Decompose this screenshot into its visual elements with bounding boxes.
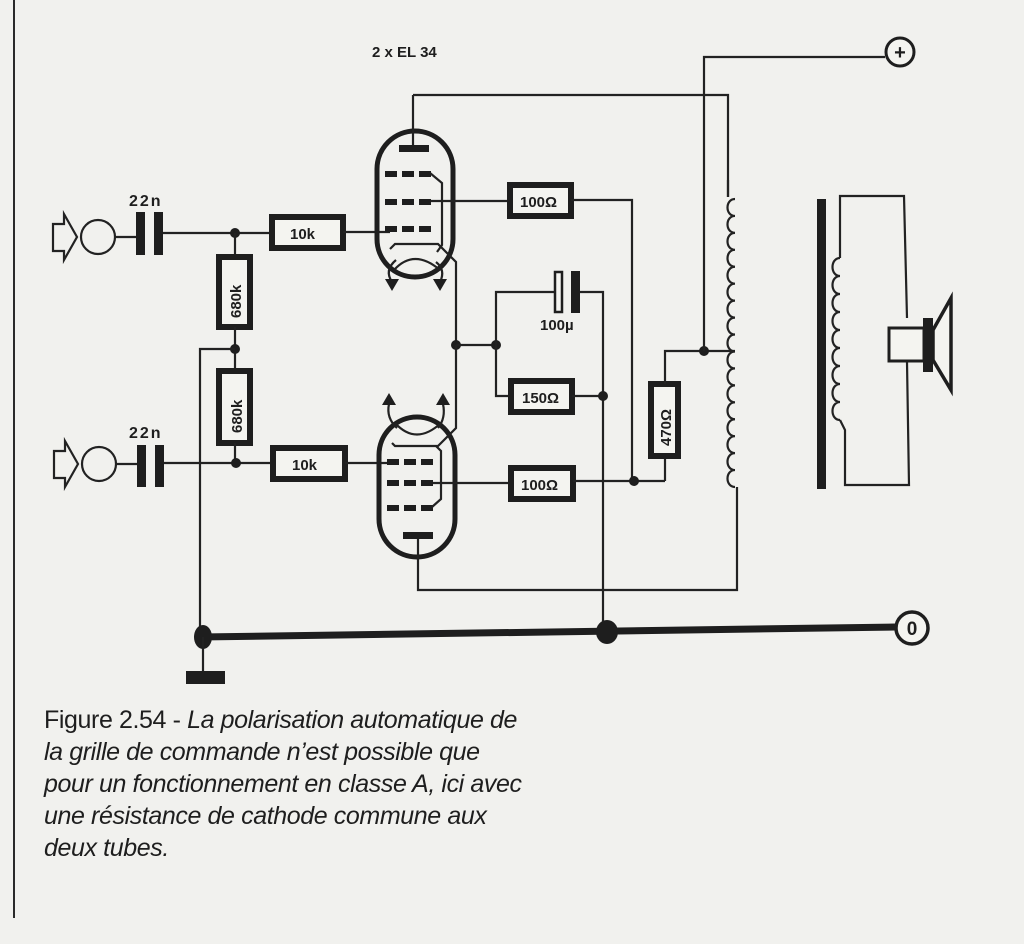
transformer-core — [817, 199, 826, 489]
tube-el34-bottom — [376, 345, 458, 560]
input-connector-bottom — [52, 436, 118, 492]
resistor-470ohm — [648, 381, 681, 459]
tube-el34-top — [374, 128, 458, 345]
figure-caption: Figure 2.54 - La polarisation automatiqu… — [44, 704, 724, 864]
resistor-label-10k-bottom: 10k — [292, 457, 318, 474]
caption-line-1: Figure 2.54 - La polarisation automatiqu… — [44, 706, 518, 734]
figure-number: Figure 2.54 - — [44, 706, 188, 734]
anode — [403, 532, 433, 539]
resistor-label-100ohm-bottom: 100Ω — [521, 477, 558, 494]
anode — [399, 145, 429, 152]
input-connector-top — [51, 209, 117, 265]
caption-line-5: deux tubes. — [44, 834, 169, 862]
resistor-680k-top — [216, 254, 253, 330]
ground-symbol-icon — [186, 671, 225, 684]
resistor-label-680k-top: 680k — [228, 284, 245, 318]
output-transformer — [726, 180, 911, 489]
svg-text:+: + — [894, 42, 906, 64]
junction — [598, 391, 608, 401]
capacitor-label-bottom: 22n — [129, 425, 163, 442]
resistor-label-680k-bottom: 680k — [229, 399, 246, 433]
junction — [596, 620, 618, 644]
terminal-positive: + — [884, 36, 916, 68]
caption-line-3: pour un fonctionnement en classe A, ici … — [44, 770, 522, 798]
capacitor-22n-top — [136, 212, 163, 255]
capacitor-22n-bottom — [137, 445, 164, 487]
junction — [629, 476, 639, 486]
svg-text:0: 0 — [907, 619, 918, 640]
resistor-label-100ohm-top: 100Ω — [520, 194, 557, 211]
capacitor-label-100u: 100µ — [540, 317, 574, 334]
resistor-label-150ohm: 150Ω — [522, 390, 559, 407]
tube-type-label: 2 x EL 34 — [372, 44, 437, 61]
loudspeaker-icon — [887, 291, 953, 397]
capacitor-100u — [553, 270, 580, 314]
caption-line-4: une résistance de cathode commune aux — [44, 802, 487, 830]
resistor-label-470ohm: 470Ω — [658, 409, 675, 446]
terminal-zero: 0 — [894, 610, 930, 646]
junction — [231, 458, 241, 468]
resistor-100ohm-bottom — [508, 465, 576, 502]
caption-line-2: la grille de commande n’est possible que — [44, 738, 480, 766]
resistor-label-10k-top: 10k — [290, 226, 316, 243]
page-margin-rule — [13, 0, 15, 918]
capacitor-label-top: 22n — [129, 193, 163, 210]
